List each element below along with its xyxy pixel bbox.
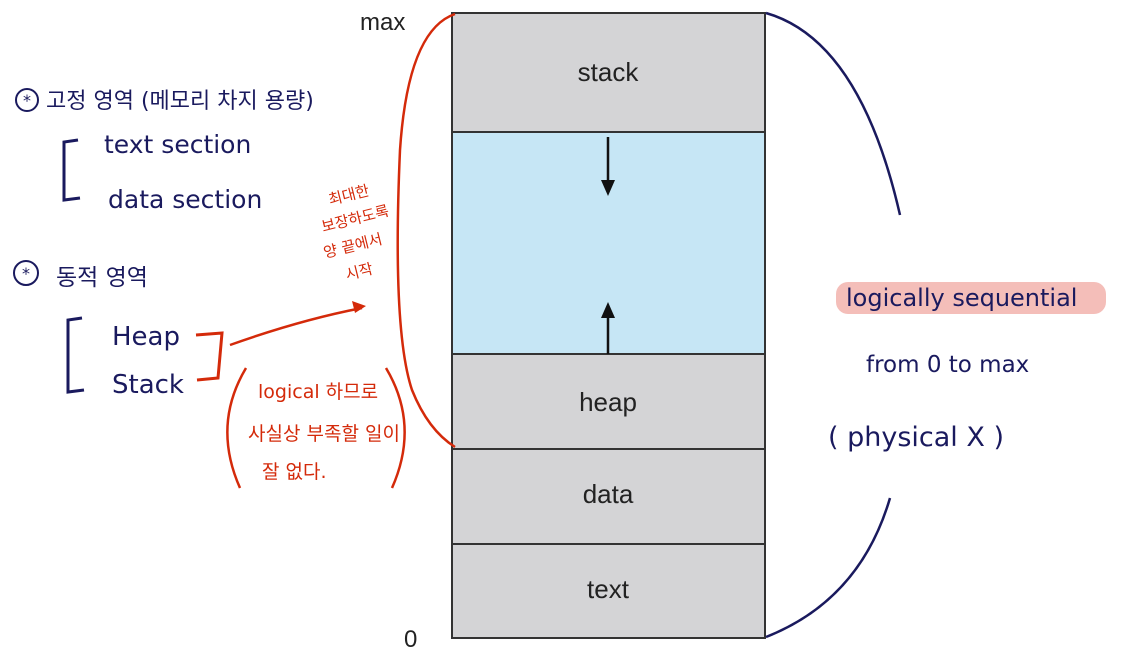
dynamic-item-heap: Heap <box>112 322 180 352</box>
red-brace-memory-range <box>396 12 456 449</box>
asterisk-glyph-icon: * <box>23 91 31 110</box>
right-annotations: logically sequential from 0 to max ( phy… <box>765 11 1106 639</box>
red-note-bottom-line-2: 사실상 부족할 일이 <box>248 423 400 445</box>
physical-x-text: ( physical X ) <box>828 422 1004 453</box>
segment-label-heap: heap <box>579 387 637 417</box>
navy-curve-bottom <box>765 497 892 639</box>
segment-stack <box>451 12 766 133</box>
segment-text <box>451 543 766 639</box>
red-arrow-line <box>229 306 363 347</box>
fixed-item-data-section: data section <box>108 185 262 214</box>
red-note-top-line-3: 양 끝에서 <box>322 230 385 262</box>
segment-label-text: text <box>587 574 630 604</box>
highlight-mark <box>836 282 1106 314</box>
memory-column: stack heap data text <box>451 12 766 639</box>
red-paren-left <box>226 367 248 489</box>
red-paren-right <box>384 367 406 489</box>
from-zero-to-max-text: from 0 to max <box>866 352 1029 378</box>
dynamic-area-title: 동적 영역 <box>56 265 148 291</box>
heap-stack-red-bracket <box>195 331 224 382</box>
fixed-area-note: * 고정 영역 (메모리 차지 용량) text section data se… <box>15 88 314 214</box>
address-zero-label: 0 <box>404 626 417 653</box>
navy-curve-top <box>765 11 902 216</box>
fixed-item-text-section: text section <box>104 130 251 159</box>
logically-sequential-text: logically sequential <box>846 284 1077 312</box>
stack-grows-down-arrow <box>601 137 615 196</box>
fixed-area-bracket <box>62 138 81 202</box>
dynamic-item-stack: Stack <box>112 370 184 400</box>
red-note-top-line-1: 최대한 <box>327 181 372 209</box>
dynamic-area-note: * 동적 영역 Heap Stack <box>13 260 184 400</box>
asterisk-bullet-icon <box>15 88 39 112</box>
address-max-label: max <box>360 9 405 36</box>
red-note-top-line-4: 시작 <box>344 260 375 284</box>
red-note-bottom-line-1: logical 하므로 <box>258 381 378 403</box>
fixed-area-title: 고정 영역 (메모리 차지 용량) <box>46 89 314 114</box>
segment-label-data: data <box>583 479 634 509</box>
heap-grows-up-arrow <box>601 302 615 354</box>
asterisk-bullet-icon-2 <box>13 260 39 286</box>
segment-label-stack: stack <box>578 57 640 87</box>
dynamic-area-bracket <box>66 316 85 394</box>
red-annotations: 최대한 보장하도록 양 끝에서 시작 logical 하므로 사실상 부족할 일… <box>195 12 456 489</box>
red-note-bottom-line-3: 잘 없다. <box>262 461 327 483</box>
asterisk-glyph-icon-2: * <box>22 264 30 283</box>
segment-data <box>451 448 766 545</box>
red-arrow-head-icon <box>352 301 366 313</box>
